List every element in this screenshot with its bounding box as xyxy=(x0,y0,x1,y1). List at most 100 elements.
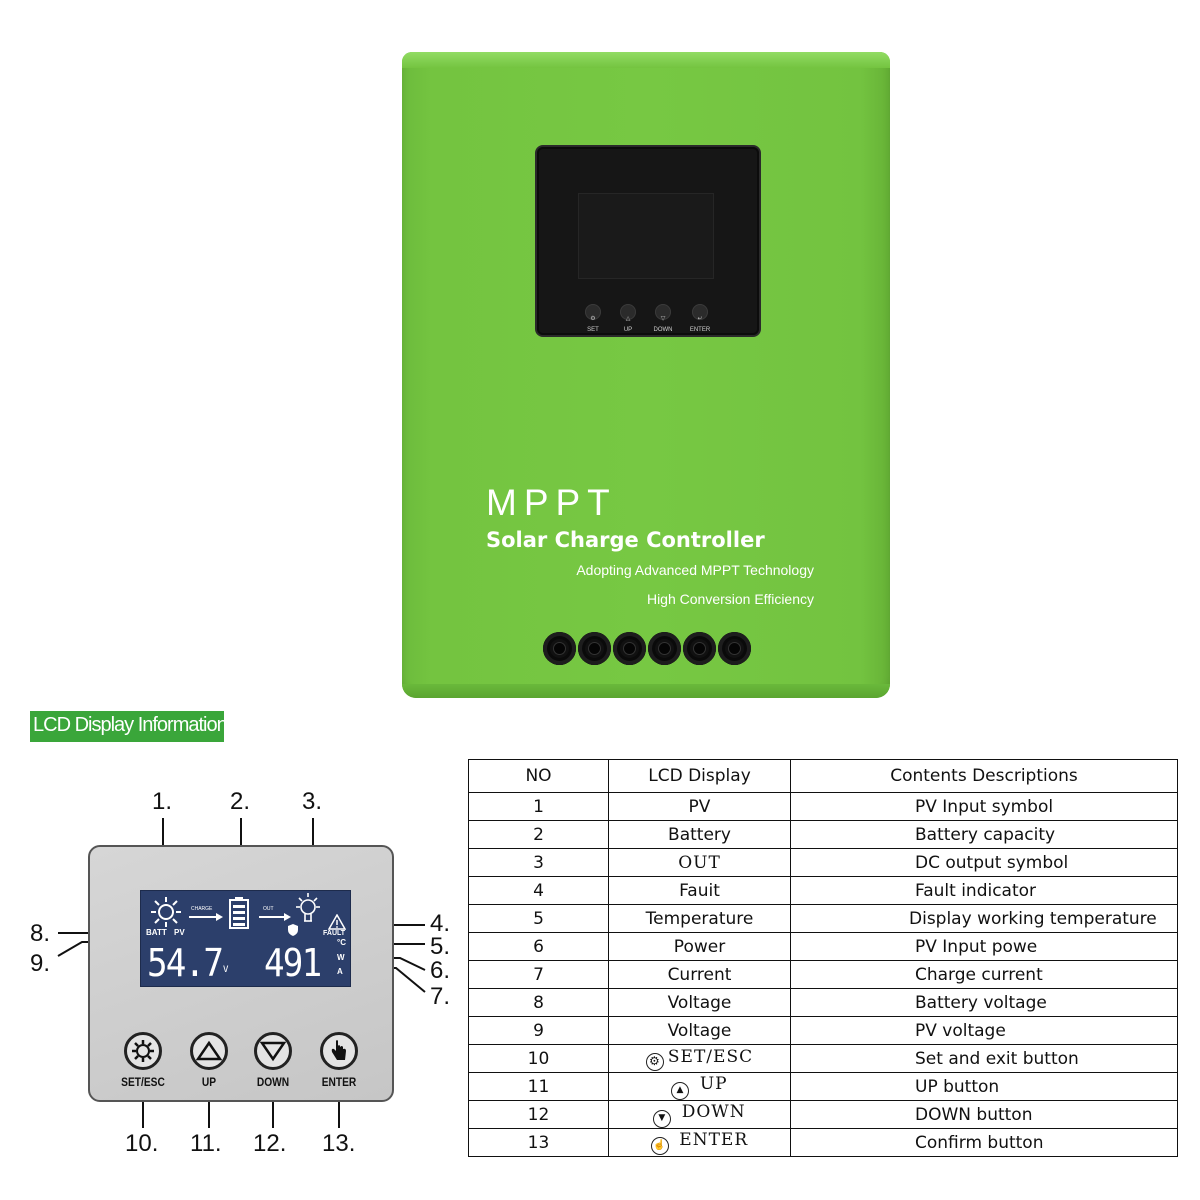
cable-gland xyxy=(718,632,751,665)
up-triangle-icon: ▲ xyxy=(671,1081,690,1100)
callout-12: 12. xyxy=(253,1130,287,1157)
row-lcd-cell: ⚙SET/ESC xyxy=(608,1044,791,1073)
device-title: MPPT xyxy=(486,482,617,523)
callout-9: 9. xyxy=(30,950,51,977)
device-subtitle: Solar Charge Controller xyxy=(486,528,765,552)
up-triangle-icon xyxy=(196,1040,222,1061)
callout-6: 6. xyxy=(430,957,451,984)
callout-5: 5. xyxy=(430,933,451,960)
callout-8: 8. xyxy=(30,920,51,947)
row-no: 4 xyxy=(468,876,609,905)
row-desc: UP button xyxy=(790,1072,1178,1101)
row-desc: Charge current xyxy=(790,960,1178,989)
row-lcd: Current xyxy=(608,960,791,989)
device-up-label: UP xyxy=(623,327,633,333)
protection-shield-icon xyxy=(288,924,298,936)
down-button[interactable] xyxy=(254,1032,292,1070)
lcd-battery-voltage-value: 54.7 xyxy=(147,941,224,985)
row-lcd-cell: ▼ DOWN xyxy=(608,1100,791,1129)
lcd-charge-label: CHARGE xyxy=(191,906,213,912)
row-desc: Battery voltage xyxy=(790,988,1178,1017)
row-lcd: PV xyxy=(608,792,791,821)
enter-label: ENTER xyxy=(321,1075,357,1089)
cable-gland xyxy=(578,632,611,665)
header-contents-descriptions: Contents Descriptions xyxy=(790,759,1178,793)
cable-gland xyxy=(613,632,646,665)
cable-gland xyxy=(543,632,576,665)
table-header-row: NO LCD Display Contents Descriptions xyxy=(468,759,1178,793)
pv-sun-icon xyxy=(151,897,181,927)
lcd-pv-label: PV xyxy=(174,928,185,937)
load-bulb-icon xyxy=(296,893,320,922)
up-button[interactable] xyxy=(190,1032,228,1070)
lcd-fault-label: FAULT xyxy=(323,930,346,937)
callout-3: 3. xyxy=(302,788,323,815)
device-enter-label: ENTER xyxy=(689,327,711,333)
row-desc: Confirm button xyxy=(790,1128,1178,1157)
row-desc: PV Input powe xyxy=(790,932,1178,961)
hand-pointer-icon xyxy=(331,1040,346,1060)
row-no: 3 xyxy=(468,848,609,877)
control-panel-diagram: BATT PV CHARGE OUT xyxy=(88,845,394,1102)
table-row: 11 ▲ UP UP button xyxy=(468,1072,1178,1101)
callout-7: 7. xyxy=(430,983,451,1010)
row-no: 1 xyxy=(468,792,609,821)
lcd-unit-celsius: °C xyxy=(337,938,346,947)
lcd-power-value: 491 xyxy=(264,941,322,985)
charge-arrow-icon xyxy=(189,913,223,921)
device-set-button[interactable] xyxy=(585,304,601,320)
enter-button[interactable] xyxy=(320,1032,358,1070)
set-esc-label: SET/ESC xyxy=(121,1075,165,1089)
row-no: 12 xyxy=(468,1100,609,1129)
table-row: 10 ⚙SET/ESC Set and exit button xyxy=(468,1044,1178,1073)
row-lcd-cell: ☝ ENTER xyxy=(608,1128,791,1157)
lcd-unit-amps: A xyxy=(337,967,343,976)
row-desc: Set and exit button xyxy=(790,1044,1178,1073)
callout-1: 1. xyxy=(152,788,173,815)
row-desc: Fault indicator xyxy=(790,876,1178,905)
device-enter-icon: ↵ xyxy=(697,315,703,322)
row-desc: PV voltage xyxy=(790,1016,1178,1045)
row-no: 11 xyxy=(468,1072,609,1101)
callout-4: 4. xyxy=(430,910,451,937)
charge-controller-device: ⚙ △ ▽ ↵ SET UP DOWN ENTER MPPT Solar Cha… xyxy=(402,52,890,698)
row-lcd: ENTER xyxy=(679,1130,749,1150)
lcd-out-label: OUT xyxy=(263,906,274,912)
device-set-label: SET xyxy=(587,327,599,333)
callout-11: 11. xyxy=(190,1130,222,1157)
down-triangle-icon: ▼ xyxy=(653,1109,672,1128)
device-set-gear-icon: ⚙ xyxy=(590,315,596,322)
set-esc-button[interactable] xyxy=(124,1032,162,1070)
row-lcd: Fauit xyxy=(608,876,791,905)
row-no: 7 xyxy=(468,960,609,989)
device-enter-button[interactable] xyxy=(692,304,708,320)
lcd-voltage-unit: V xyxy=(223,965,229,975)
output-arrow-icon xyxy=(259,913,291,921)
down-label: DOWN xyxy=(256,1075,290,1089)
row-lcd: Power xyxy=(608,932,791,961)
row-lcd: Battery xyxy=(608,820,791,849)
callout-2: 2. xyxy=(230,788,251,815)
cable-gland xyxy=(648,632,681,665)
row-lcd: Temperature xyxy=(608,904,791,933)
callout-13: 13. xyxy=(322,1130,356,1157)
row-desc: Battery capacity xyxy=(790,820,1178,849)
row-desc: DOWN button xyxy=(790,1100,1178,1129)
device-down-button[interactable] xyxy=(655,304,671,320)
device-up-icon: △ xyxy=(625,315,631,322)
lcd-info-heading: LCD Display Information: xyxy=(30,711,224,742)
fault-warning-icon xyxy=(328,914,346,930)
row-no: 8 xyxy=(468,988,609,1017)
header-lcd-display: LCD Display xyxy=(608,759,791,793)
gear-icon: ⚙ xyxy=(645,1052,664,1071)
row-no: 6 xyxy=(468,932,609,961)
device-up-button[interactable] xyxy=(620,304,636,320)
